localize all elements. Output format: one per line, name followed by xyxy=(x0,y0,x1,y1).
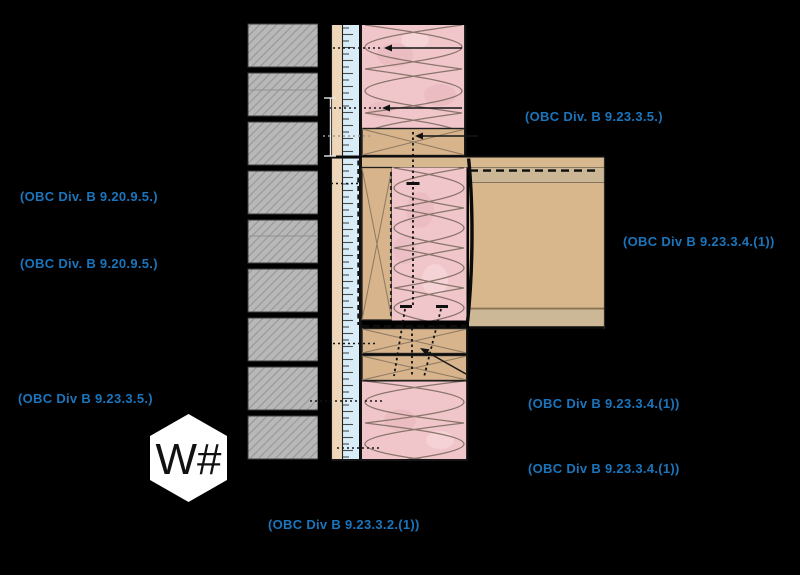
code-annotation-right-lower-2: (OBC Div B 9.23.3.4.(1)) xyxy=(528,461,680,476)
code-annotation-right-top: (OBC Div. B 9.23.3.5.) xyxy=(525,109,663,124)
lower-wall-top-plates xyxy=(361,327,468,382)
lower-interior-finish-layer xyxy=(468,330,480,460)
arrowhead-left-icon xyxy=(415,132,423,140)
upper-wall-batt-insulation xyxy=(362,25,465,129)
floor-header-batt-insulation xyxy=(392,167,467,321)
leader-arrowheads xyxy=(382,44,430,356)
upper-interior-finish-layer xyxy=(466,25,479,156)
section-marker: W# xyxy=(150,414,227,502)
rim-joist-blocking xyxy=(361,166,393,321)
code-annotation-left-lower: (OBC Div. B 9.20.9.5.) xyxy=(20,256,158,271)
code-annotation-left-bottom: (OBC Div B 9.23.3.5.) xyxy=(18,391,153,406)
air-vapour-barrier-curve xyxy=(465,158,474,322)
section-marker-label: W# xyxy=(156,435,223,484)
nail-symbols xyxy=(393,132,448,378)
air-space xyxy=(318,24,331,460)
code-annotation-right-middle: (OBC Div B 9.23.3.4.(1)) xyxy=(623,234,775,249)
lower-wall-batt-insulation xyxy=(362,381,467,460)
rigid-insulation-layer xyxy=(343,25,359,460)
sheathing-layer xyxy=(331,25,343,460)
subfloor xyxy=(362,157,605,168)
arrowhead-left-icon xyxy=(382,104,390,112)
arrowhead-left-icon xyxy=(384,44,392,52)
ceiling-band xyxy=(469,309,605,327)
floor-joist xyxy=(469,183,605,309)
brick-veneer-column xyxy=(247,23,319,460)
code-annotation-left-upper: (OBC Div. B 9.20.9.5.) xyxy=(20,189,158,204)
code-annotation-bottom: (OBC Div B 9.23.3.2.(1)) xyxy=(268,517,420,532)
leader-lines xyxy=(310,47,478,449)
code-annotation-right-lower-1: (OBC Div B 9.23.3.4.(1)) xyxy=(528,396,680,411)
arrowhead-upleft-icon xyxy=(420,348,430,356)
hexagon-marker-icon xyxy=(150,414,227,502)
